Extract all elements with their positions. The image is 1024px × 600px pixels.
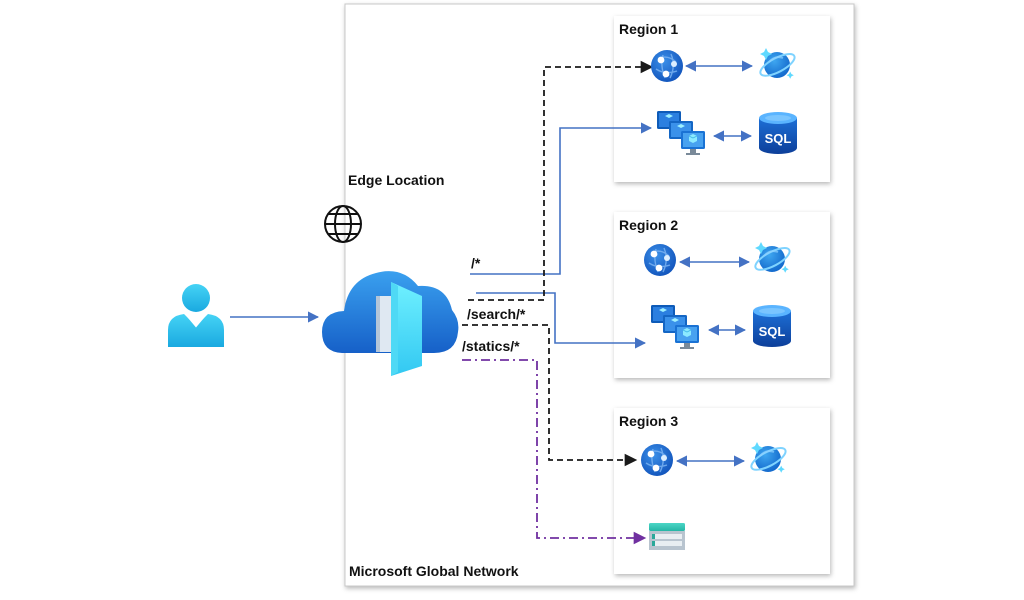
route-search-region-1-connector bbox=[468, 60, 654, 301]
sql-database-icon: SQL bbox=[753, 305, 791, 347]
route-search-region-3-connector bbox=[462, 324, 638, 467]
user-icon bbox=[168, 284, 224, 347]
route-root-region-1-connector bbox=[470, 122, 653, 275]
globe-icon bbox=[324, 205, 362, 243]
front-door-icon bbox=[322, 271, 459, 376]
region-3-title: Region 3 bbox=[619, 413, 678, 429]
region-1-box bbox=[614, 16, 830, 182]
route-root-label: /* bbox=[471, 255, 481, 271]
sql-label: SQL bbox=[759, 324, 786, 339]
sql-label: SQL bbox=[765, 131, 792, 146]
edge-location-label: Edge Location bbox=[348, 172, 444, 188]
sql-database-icon: SQL bbox=[759, 112, 797, 154]
app-service-icon bbox=[640, 443, 674, 477]
region-2-box bbox=[614, 212, 830, 378]
app-service-icon bbox=[643, 243, 677, 277]
region-1-title: Region 1 bbox=[619, 21, 678, 37]
route-search-label: /search/* bbox=[467, 306, 526, 322]
route-statics-label: /statics/* bbox=[462, 338, 520, 354]
region-2-title: Region 2 bbox=[619, 217, 678, 233]
region-3-box bbox=[614, 408, 830, 574]
route-statics-connector bbox=[462, 359, 647, 545]
app-service-icon bbox=[650, 49, 684, 83]
route-root-region-2-connector bbox=[476, 292, 647, 349]
global-network-label: Microsoft Global Network bbox=[349, 563, 519, 579]
storage-account-icon bbox=[649, 523, 685, 550]
